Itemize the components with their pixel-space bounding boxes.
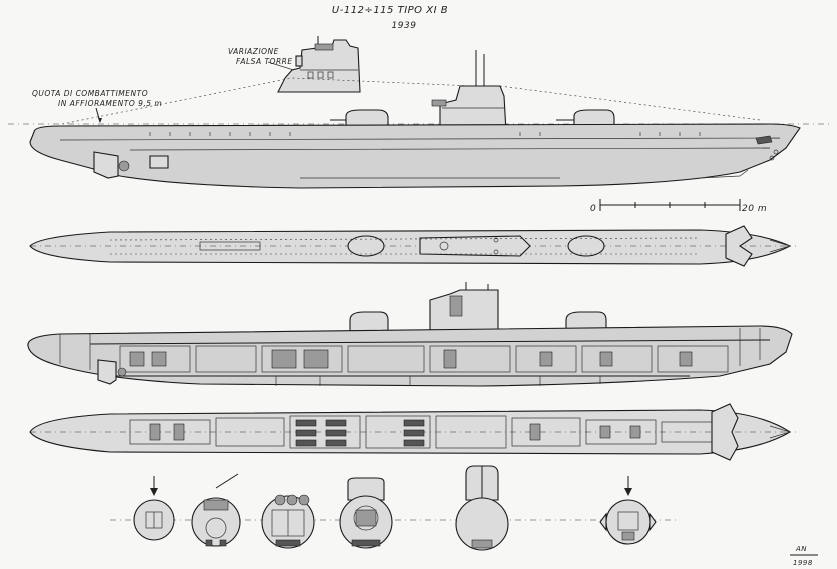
waterline-label-2: IN AFFIORAMENTO 9,5 m — [58, 99, 162, 108]
cross-section-1 — [133, 476, 175, 541]
scale-start-label: 0 — [590, 204, 596, 214]
tower-variant-label-1: VARIAZIONE — [228, 47, 279, 56]
tower-variant-label-2: FALSA TORRE — [236, 57, 293, 66]
waterline-annotation: QUOTA DI COMBATTIMENTO IN AFFIORAMENTO 9… — [32, 89, 162, 123]
cutaway-plan-view — [29, 403, 796, 461]
side-elevation-view — [8, 50, 830, 189]
cross-section-3 — [261, 494, 315, 549]
signature-initials: AN — [795, 545, 807, 553]
plan-view-top — [29, 225, 796, 267]
cross-section-6 — [599, 476, 657, 545]
scale-end-label: 20 m — [742, 204, 767, 214]
cross-sections — [110, 465, 680, 551]
drawing-year: 1939 — [392, 21, 417, 31]
cross-section-5 — [455, 465, 509, 551]
cross-section-2 — [191, 473, 241, 547]
cutaway-side-view — [27, 282, 793, 387]
signature-mark: AN 1998 — [790, 545, 818, 567]
tower-variant-inset: VARIAZIONE FALSA TORRE — [228, 36, 361, 93]
drawing-title: U-112÷115 TIPO XI B — [332, 5, 448, 16]
signature-year: 1998 — [793, 559, 813, 567]
waterline-label-1: QUOTA DI COMBATTIMENTO — [32, 89, 148, 98]
scale-bar: 0 20 m — [590, 199, 767, 214]
cross-section-4 — [339, 477, 393, 549]
